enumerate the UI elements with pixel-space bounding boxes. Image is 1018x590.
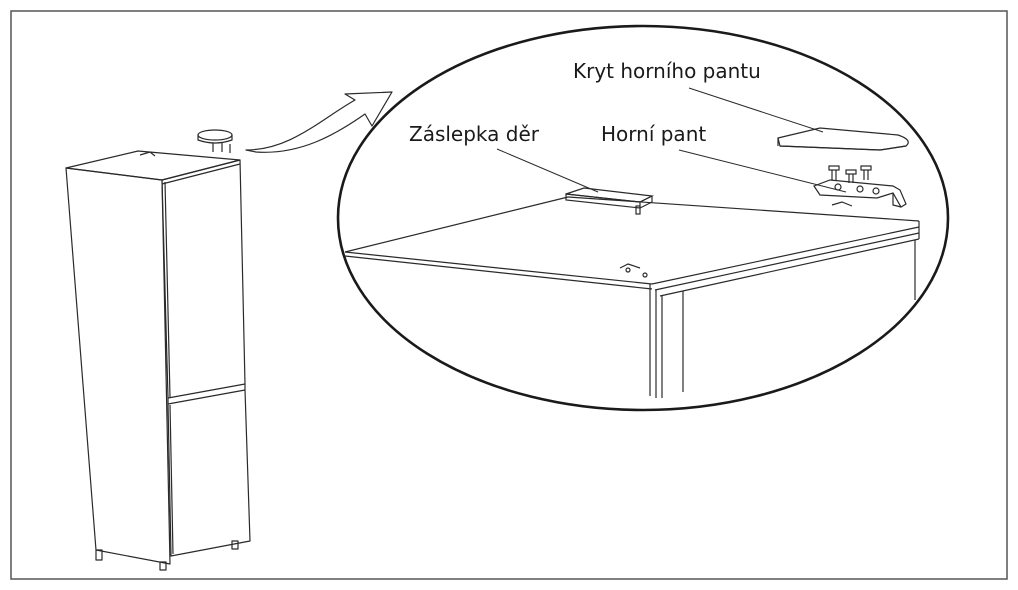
zoom-arrow (245, 91, 393, 153)
detail-magnifier (336, 24, 950, 412)
hole-plug-part (565, 187, 655, 215)
top-hinge-part (813, 179, 907, 208)
hinge-screws (828, 165, 872, 183)
hole-plug-label: Záslepka děr (409, 122, 539, 146)
refrigerator-illustration (65, 129, 251, 571)
hinge-cover-part (777, 127, 909, 151)
top-hinge-label: Horní pant (601, 122, 707, 146)
leader-lines (496, 87, 847, 193)
hinge-cover-label: Kryt horního pantu (573, 59, 761, 83)
diagram-frame (10, 10, 1008, 580)
